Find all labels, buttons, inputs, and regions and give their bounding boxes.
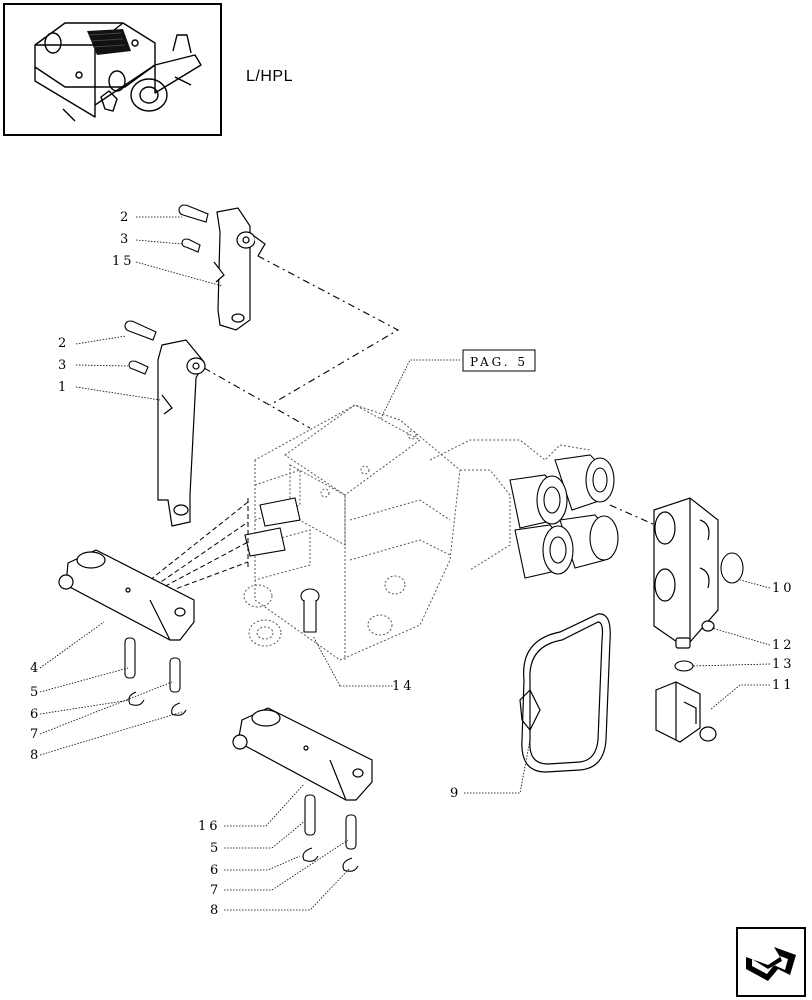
callout-16: 16 <box>198 819 221 834</box>
callout-6-a: 6 <box>30 707 41 722</box>
valve-assembly-thumbnail-icon <box>34 22 202 122</box>
screw-2-upper <box>178 204 209 223</box>
page-reference-text: PAG. 5 <box>470 355 528 369</box>
callout-3-lower: 3 <box>58 358 69 373</box>
pins-set-b <box>302 794 359 872</box>
callout-9: 9 <box>450 786 461 801</box>
connector-block-12 <box>653 497 719 649</box>
callout-3-upper: 3 <box>120 232 131 247</box>
screw-3-lower <box>128 360 149 375</box>
screw-2-lower <box>124 320 157 341</box>
callout-8-a: 8 <box>30 748 41 763</box>
callout-5-b: 5 <box>210 841 221 856</box>
lever-link-lines <box>149 498 249 595</box>
callout-5-a: 5 <box>30 685 41 700</box>
pins-set-a <box>124 637 187 716</box>
callout-7-b: 7 <box>210 883 221 898</box>
callout-6-b: 6 <box>210 863 221 878</box>
callout-2-lower: 2 <box>58 336 69 351</box>
callout-10: 10 <box>772 581 795 596</box>
hydraulic-couplers <box>244 454 619 579</box>
oring-13 <box>674 660 694 672</box>
assembly-link-lines <box>203 255 656 526</box>
gasket-9 <box>519 613 611 773</box>
cap-10 <box>720 552 744 584</box>
assembly-thumbnail <box>3 3 222 136</box>
callout-14: 14 <box>392 679 415 694</box>
callout-8-b: 8 <box>210 903 221 918</box>
variant-label: L/HPL <box>246 68 293 85</box>
next-page-arrow-icon <box>746 947 796 981</box>
callout-12: 12 <box>772 638 795 653</box>
callout-1: 1 <box>58 380 69 395</box>
bracket-upper <box>213 207 266 331</box>
lever-4 <box>58 549 195 641</box>
callout-7-a: 7 <box>30 727 41 742</box>
bracket-lower <box>157 339 206 527</box>
next-page-button[interactable] <box>736 927 806 997</box>
callout-2-upper: 2 <box>120 210 131 225</box>
screw-14 <box>300 588 320 633</box>
callout-13: 13 <box>772 657 795 672</box>
connector-11 <box>655 681 717 743</box>
page-reference: PAG. 5 <box>462 349 536 372</box>
screw-3-upper <box>181 238 201 253</box>
callout-labels: 2 3 15 2 3 1 4 5 6 7 8 14 9 10 12 13 11 … <box>30 210 795 918</box>
callout-11: 11 <box>772 678 795 693</box>
callout-15: 15 <box>112 254 135 269</box>
valve-block-body <box>243 404 591 661</box>
lever-16 <box>232 707 373 801</box>
callout-4: 4 <box>30 661 41 676</box>
callout-leaders <box>39 216 771 911</box>
